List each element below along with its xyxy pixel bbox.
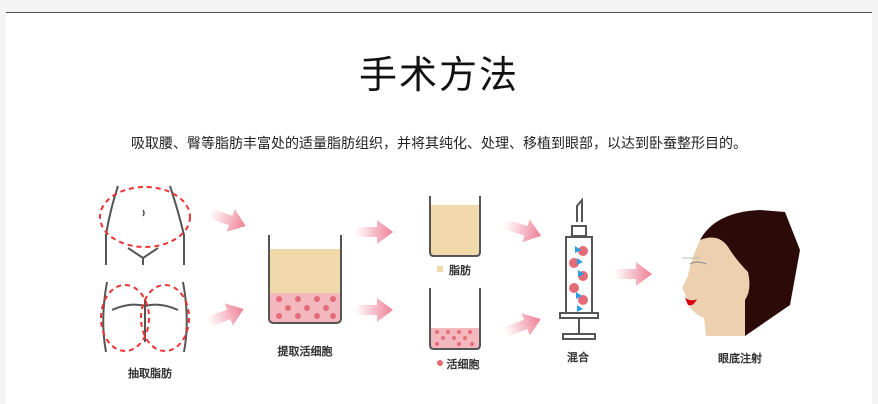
arrow-icon	[355, 220, 393, 244]
label-mix: 混合	[567, 351, 589, 364]
page-title: 手术方法	[358, 53, 519, 97]
syringe-icon	[559, 197, 599, 340]
label-extract-cells: 提取活细胞	[277, 345, 333, 358]
arrow-icon	[501, 212, 545, 248]
waist-figure	[99, 185, 191, 265]
arrow-icon	[205, 201, 250, 238]
beaker-fat	[429, 196, 481, 272]
arrow-icon	[355, 298, 393, 322]
beaker-mixed	[268, 235, 342, 324]
face-illustration	[682, 210, 800, 336]
beaker-cells	[429, 288, 481, 366]
label-fat: 脂肪	[449, 264, 471, 277]
label-extract-fat: 抽取脂肪	[128, 367, 172, 380]
hip-figure	[100, 281, 190, 353]
label-inject: 眼底注射	[718, 352, 762, 365]
arrow-icon	[500, 307, 545, 344]
label-live-cells: 活细胞	[446, 358, 480, 371]
arrow-icon	[203, 297, 248, 334]
description-text: 吸取腰、臀等脂肪丰富处的适量脂肪组织，并将其纯化、处理、移植到眼部，以达到卧蚕整…	[131, 136, 747, 152]
arrow-icon	[614, 262, 652, 286]
